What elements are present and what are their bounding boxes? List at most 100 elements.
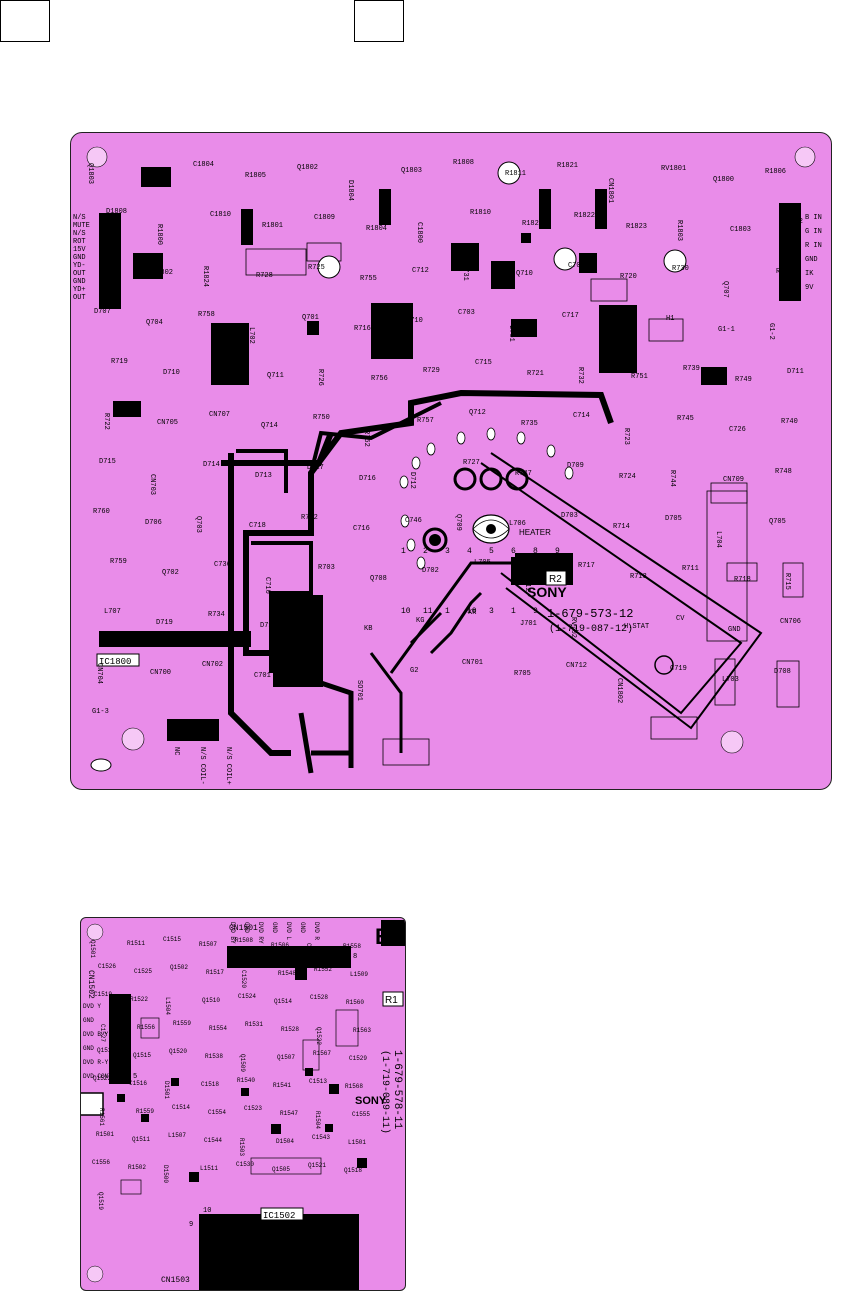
- board-c-label-1: R1807: [141, 169, 162, 177]
- board-c-label-25: R1803: [675, 220, 683, 241]
- board-c-pin-2: N/S: [73, 230, 86, 238]
- board-b-label-0: Q1501: [89, 940, 96, 958]
- board-c-label-17: R1801: [262, 222, 283, 230]
- board-c-ic-label: IC1800: [99, 657, 131, 667]
- board-c-label-31: R728: [256, 272, 273, 280]
- board-c-label-74: R750: [313, 414, 330, 422]
- board-c-pin-number-5: 6: [511, 547, 516, 556]
- board-b-label-18: L1504: [164, 997, 171, 1015]
- board-b-label-33: Q1515: [133, 1052, 151, 1059]
- board-b-label-41: C1516: [129, 1080, 147, 1087]
- board-c-label-10: CN1801: [606, 178, 614, 203]
- board-c-label-132: KG: [416, 617, 424, 625]
- board-c-pin-number-9: 11: [423, 607, 433, 616]
- board-c-label-127: D719: [156, 619, 173, 627]
- board-c-label-30: R1824: [201, 266, 209, 287]
- board-b-cn1502-pin-0: DVD Y: [83, 1003, 101, 1010]
- board-c-label-46: Q701: [302, 314, 319, 322]
- board-b-cn1503-pin-1: R-Y: [215, 1263, 222, 1274]
- board-b-label-57: Q1511: [132, 1136, 150, 1143]
- board-c-label-23: R1822: [574, 212, 595, 220]
- board-c-label-88: D717: [307, 464, 324, 472]
- board-c-label-40: Q707: [721, 281, 729, 298]
- board-b-label-35: R1538: [205, 1053, 223, 1060]
- board-b-connector-2: CN1503: [161, 1276, 190, 1285]
- board-b-label-12: C1520: [240, 970, 247, 988]
- board-c-pin-9: YD+: [73, 286, 86, 294]
- corner-box-right: [354, 0, 404, 42]
- board-b-cn1501-pin-4: DVD L: [285, 922, 292, 940]
- board-c-label-111: Q705: [769, 518, 786, 526]
- board-c-label-81: R745: [677, 415, 694, 423]
- board-c-label-42: D707: [94, 308, 111, 316]
- board-c-label-119: L705: [474, 559, 491, 567]
- board-b-label-25: R1556: [137, 1024, 155, 1031]
- board-c-pin-6: YD-: [73, 262, 86, 270]
- board-c-label-49: C703: [458, 309, 475, 317]
- board-c-pin-number-8: 10: [401, 607, 411, 616]
- board-b-connector-1: CN1502: [86, 970, 95, 999]
- board-c-label-120: R712: [523, 575, 531, 592]
- board-b-label-45: R1541: [273, 1082, 291, 1089]
- board-c-label-4: Q1802: [297, 164, 318, 172]
- board-c-label-124: R718: [734, 576, 751, 584]
- board-c-label-108: R714: [613, 523, 630, 531]
- board-c-label-21: R1810: [470, 209, 491, 217]
- board-b-label-62: C1543: [312, 1134, 330, 1141]
- board-c-revision: R2: [549, 574, 562, 585]
- board-c-label-103: C716: [353, 525, 370, 533]
- board-c-label-66: R751: [631, 373, 648, 381]
- board-c-label-71: CN705: [157, 419, 178, 427]
- board-c-label-44: R758: [198, 311, 215, 319]
- board-c-label-15: R1800: [155, 224, 163, 245]
- board-b-label-53: R1547: [280, 1110, 298, 1117]
- board-b-cn1501-pin-3: GND: [271, 922, 278, 933]
- board-b-brand: SONY: [355, 1095, 387, 1107]
- board-b-label-68: C1530: [236, 1161, 254, 1168]
- board-c-pin-3: ROT: [73, 238, 86, 246]
- board-b-label-6: C1517: [305, 943, 312, 961]
- board-c-pin-right-3: GND: [805, 256, 818, 264]
- board-c-label-75: R752: [362, 430, 370, 447]
- board-b-label-21: Q1514: [274, 998, 292, 1005]
- board-b-label-22: C1528: [310, 994, 328, 1001]
- board-b-label-26: R1559: [173, 1020, 191, 1027]
- board-c-label-77: Q712: [469, 409, 486, 417]
- board-b-cn1503-pin-5: GND: [275, 1263, 282, 1274]
- board-c-label-121: R717: [578, 562, 595, 570]
- board-c-label-13: R1806: [765, 168, 786, 176]
- board-c-pin-7: OUT: [73, 270, 86, 278]
- board-b-pin-number-0: 1: [299, 953, 303, 961]
- board-c-label-11: RV1801: [661, 165, 686, 173]
- board-b-revision: R1: [385, 995, 398, 1006]
- board-c-label-51: C717: [562, 312, 579, 320]
- board-c-label-94: R724: [619, 473, 636, 481]
- board-b-label-50: C1514: [172, 1104, 190, 1111]
- board-b-label-46: C1513: [309, 1078, 327, 1085]
- board-b-cn1501-pin-2: DVD RY: [257, 922, 264, 944]
- board-c-pin-number-4: 5: [489, 547, 494, 556]
- board-b-label-65: R1502: [128, 1164, 146, 1171]
- board-c-label-152: L703: [722, 676, 739, 684]
- board-c-part-number: 1-679-573-12: [547, 607, 633, 621]
- board-c-label-117: Q708: [370, 575, 387, 583]
- board-b-label-24: C1527: [99, 1024, 106, 1042]
- board-c-label-110: L704: [714, 531, 722, 548]
- board-c-label-6: Q1803: [401, 167, 422, 175]
- board-c-pin-right-2: R IN: [805, 242, 822, 250]
- board-c-label-3: R1805: [245, 172, 266, 180]
- board-c-label-137: CV: [676, 615, 685, 623]
- board-c-label-130: C702: [309, 619, 317, 636]
- board-c-label-85: CN703: [148, 474, 156, 495]
- board-c-label-126: L707: [104, 608, 121, 616]
- board-c-artwork: C 6 R2 SONY 1-679-573-12 (1-719-087-12) …: [73, 146, 822, 785]
- board-c-pin-number-2: 3: [445, 547, 450, 556]
- board-c-label-33: R755: [360, 275, 377, 283]
- board-c: C 6 R2 SONY 1-679-573-12 (1-719-087-12) …: [70, 132, 832, 790]
- board-b-cn1502-pin-5: DVD CONT: [83, 1073, 112, 1080]
- board-c-label-41: R704: [776, 268, 793, 276]
- board-b-label-67: L1511: [200, 1165, 218, 1172]
